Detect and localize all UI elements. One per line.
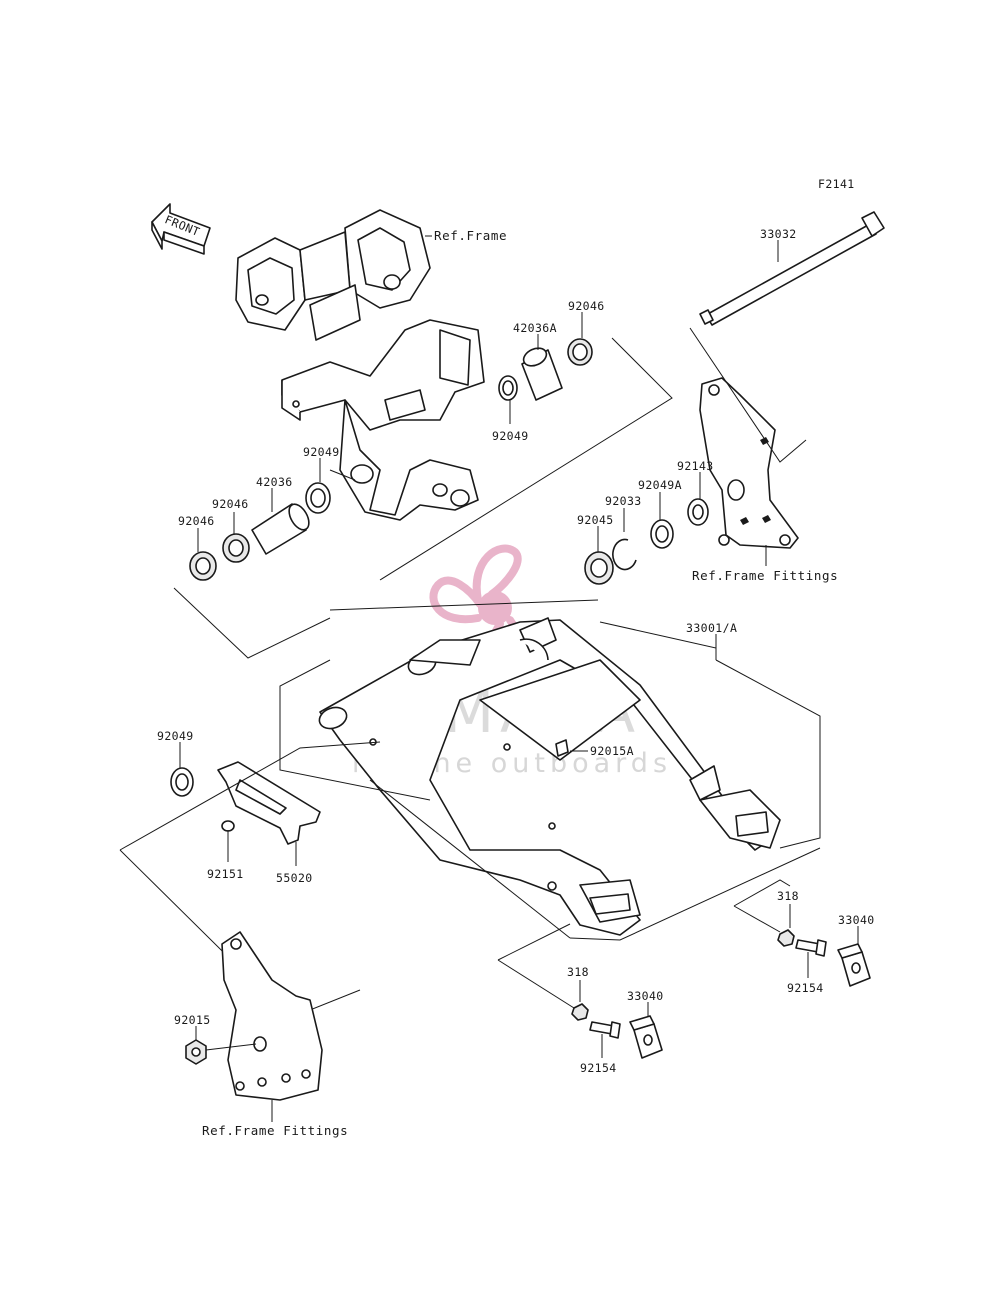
label-92046-a: 92046	[212, 497, 249, 511]
bearing-92046-a	[222, 533, 250, 563]
label-318-low: 318	[567, 965, 589, 979]
label-92045: 92045	[577, 513, 614, 527]
label-92049-low: 92049	[157, 729, 194, 743]
screw-92151	[221, 820, 235, 842]
label-92151: 92151	[207, 867, 244, 881]
frame-fitting-right	[699, 377, 799, 549]
label-92049a: 92049A	[638, 478, 682, 492]
block-33040-right	[837, 943, 871, 987]
seal-92049-left	[305, 482, 331, 514]
bolt-92015a	[555, 739, 569, 757]
bolt-92154-low	[589, 1021, 621, 1039]
seal-92049-mid	[498, 375, 518, 401]
figure-id: F2141	[818, 177, 855, 191]
label-33040-low: 33040	[627, 989, 664, 1003]
nut-92015	[185, 1039, 207, 1065]
ref-fittings-right-label: Ref.Frame Fittings	[692, 568, 838, 583]
label-92154-low: 92154	[580, 1061, 617, 1075]
nut-318-low	[571, 1003, 589, 1021]
bearing-92045	[584, 551, 614, 585]
bolt-92154-right	[795, 939, 827, 957]
pivot-shaft-33032	[699, 211, 885, 326]
label-318-right: 318	[777, 889, 799, 903]
ref-fittings-bottom-label: Ref.Frame Fittings	[202, 1123, 348, 1138]
label-55020: 55020	[276, 871, 313, 885]
label-33040-right: 33040	[838, 913, 875, 927]
label-42036: 42036	[256, 475, 293, 489]
label-42036a: 42036A	[513, 321, 557, 335]
circlip-92033	[612, 538, 637, 571]
frame-fitting-bottom	[221, 931, 323, 1101]
label-92015a: 92015A	[590, 744, 634, 758]
collar-42036a	[521, 347, 563, 401]
block-33040-low	[629, 1015, 663, 1059]
bearing-92046-top	[567, 338, 593, 366]
label-92143: 92143	[677, 459, 714, 473]
main-frame-drawing	[235, 209, 485, 521]
bearing-92046-b	[189, 551, 217, 581]
front-arrow-icon: FRONT	[151, 203, 211, 255]
seal-92049-low	[170, 767, 194, 797]
collar-92143	[687, 498, 709, 526]
label-92015: 92015	[174, 1013, 211, 1027]
nut-318-right	[777, 929, 795, 947]
swing-arm-33001a	[318, 617, 781, 936]
label-92154-right: 92154	[787, 981, 824, 995]
chain-guide-55020	[217, 761, 321, 845]
label-33032: 33032	[760, 227, 797, 241]
label-33001a: 33001/A	[686, 621, 737, 635]
label-92033: 92033	[605, 494, 642, 508]
label-92046-b: 92046	[178, 514, 215, 528]
seal-92049a	[650, 519, 674, 549]
collar-42036	[251, 503, 310, 555]
label-92049-mid: 92049	[492, 429, 529, 443]
label-92046-top: 92046	[568, 299, 605, 313]
label-92049-left: 92049	[303, 445, 340, 459]
ref-frame-label: Ref.Frame	[434, 228, 507, 243]
